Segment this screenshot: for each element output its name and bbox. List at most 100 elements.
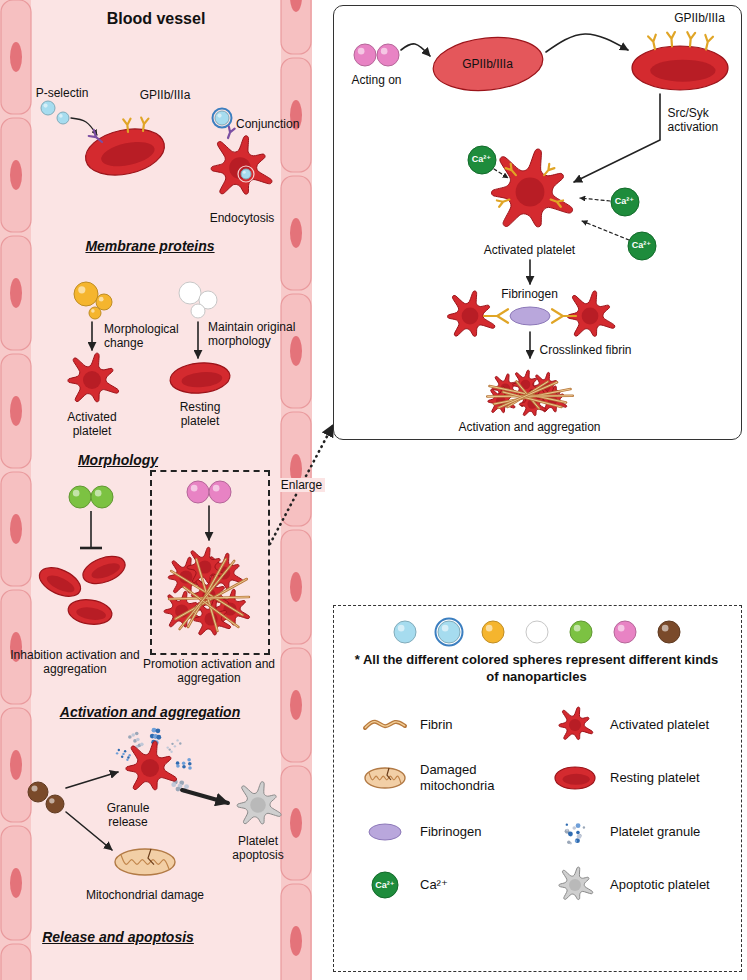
blood-vessel [31,0,281,980]
legend-label: Fibrinogen [420,824,545,840]
endothelial-cell [1,826,31,940]
endosome [238,166,254,182]
activated-platelet [141,759,159,777]
text-label: Acting on [342,73,412,87]
platelet-aggregate [184,587,239,627]
resting-platelet [632,46,728,90]
receptor-symbol [484,309,508,322]
legend-label: Apoptotic platelet [610,877,735,893]
arrow [574,94,660,182]
nanoparticle-sphere [43,103,47,107]
platelet-granules [174,745,176,747]
platelet-granules [135,732,139,736]
endothelial-cell [1,118,31,232]
cell-nucleus [290,690,302,720]
nanoparticle-sphere [658,621,680,643]
platelet-granules [140,743,144,747]
arrow [529,260,531,284]
resting-platelet [81,122,168,182]
text-label: Src/Syk activation [668,106,740,134]
platelet-granules [118,749,120,751]
nanoparticle-sphere [394,621,416,643]
endothelial-cell [1,472,31,586]
arrow [401,44,430,56]
resting-platelet [81,122,168,182]
nanoparticle-sphere [614,621,636,643]
endothelial-cell [1,354,31,468]
apoptotic-platelet [237,782,281,824]
resting-platelet [431,32,546,95]
section-label: Activation and aggregation [35,704,265,721]
platelet-granules [167,746,169,748]
text-label: Activation and aggregation [420,420,640,434]
platelet-granules [116,728,192,793]
platelet-granules [171,743,173,745]
nanoparticle-sphere [187,481,209,503]
damaged-mitochondria [115,849,175,875]
nanoparticle-sphere [213,109,232,128]
nanoparticle-sphere [658,621,680,643]
nanoparticle-sphere [442,625,449,632]
resting-platelet [169,360,231,395]
platelet-granules [179,742,181,744]
apoptotic-platelet [559,867,593,899]
platelet-granules [127,756,129,758]
nanoparticle-sphere [57,112,69,124]
text-label: Morphological change [104,322,192,350]
calcium-ion [468,146,496,174]
text-label: Crosslinked fibrin [540,343,670,357]
text-label: Activated platelet [52,410,132,438]
nanoparticle-sphere [241,169,251,179]
legend-label: Fibrin [420,717,545,733]
apoptotic-platelet [559,867,593,899]
resting-platelet [90,560,122,582]
calcium-ion [372,872,398,898]
platelet-granules [116,752,118,754]
nanoparticle-sphere [482,621,504,643]
platelet-granules [576,823,581,828]
arrow [208,506,210,540]
text-label: GPIIb/IIIa [125,88,205,102]
nanoparticle-sphere [95,490,102,497]
nanoparticle-sphere [436,619,463,646]
nanoparticle-sphere [398,625,405,632]
platelet-granules [576,831,580,835]
highlight-box: Promotion activation and aggregation [150,470,270,655]
platelet-aggregate [169,597,249,599]
nanoparticle-sphere [394,621,416,643]
activated-platelet [568,291,615,336]
nanoparticle-sphere [574,625,581,632]
platelet-granules [176,764,180,768]
platelet-aggregate [164,547,249,635]
blood-vessel-panel: Promotion activation and aggregation Bloo… [0,0,312,980]
resting-platelet [650,60,715,82]
damaged-mitochondria [365,768,405,788]
nanoparticle-sphere [73,490,80,497]
cell-nucleus [290,218,302,248]
activated-platelet [492,149,573,227]
calcium-ion [628,232,656,260]
endothelial-cell [1,708,31,822]
endothelial-cell [281,294,311,408]
nanoparticle-sphere [526,621,548,643]
platelet-granules [182,765,186,769]
legend-label: Activated platelet [610,717,735,733]
resting-platelet [44,572,76,596]
arrow [546,34,628,52]
text-label: Promotion activation and aggregation [142,657,277,685]
receptor-symbol [542,164,555,178]
cell-nucleus [10,396,22,426]
nanoparticle-sphere [74,282,98,306]
text-label: GPIIb/IIIa [448,57,528,71]
arrow [580,198,610,201]
nanoparticle-sphere [57,112,69,124]
platelet-granules [169,748,171,750]
nanoparticle-sphere [91,486,113,508]
endothelial-cell [281,0,311,54]
enlarged-illustration [354,32,728,416]
panel-title: Blood vessel [86,9,226,28]
nanoparticle-sphere [213,109,232,128]
nanoparticle-sphere [213,485,220,492]
nanoparticle-sphere [89,307,101,319]
fibrinogen-molecule [510,307,550,325]
